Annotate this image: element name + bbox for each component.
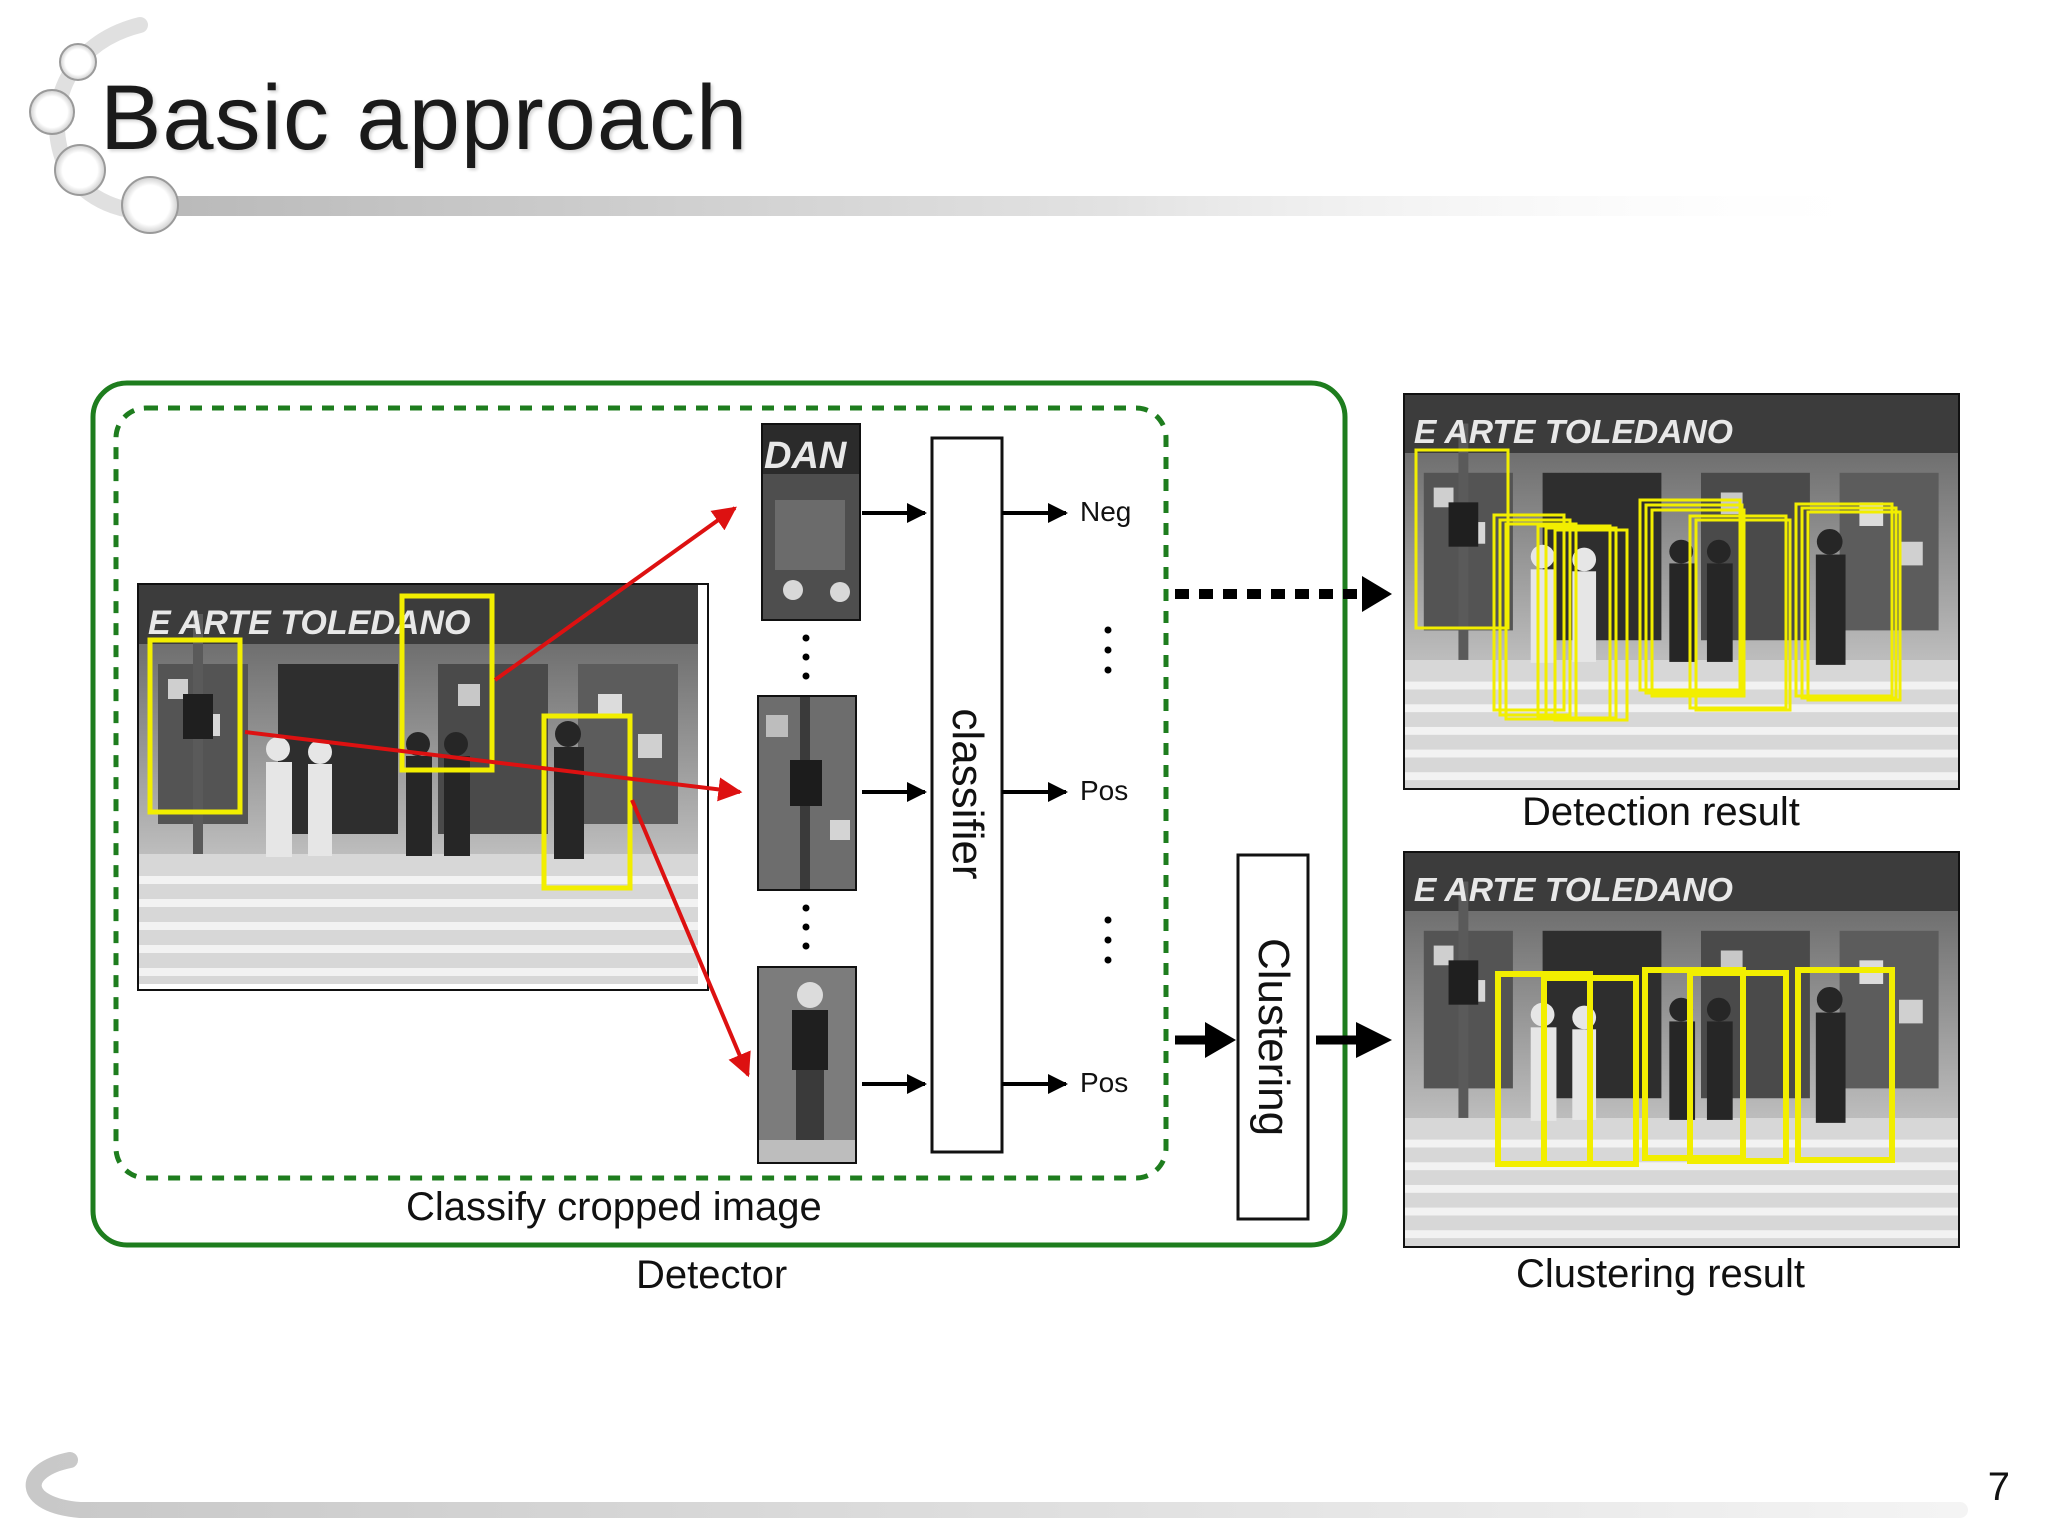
detector-box bbox=[90, 380, 1348, 1248]
decor-circle bbox=[121, 176, 179, 234]
clustering-label: Clustering bbox=[1249, 937, 1298, 1137]
title-underline-bar bbox=[130, 196, 1910, 216]
clustering-result-caption: Clustering result bbox=[1516, 1252, 1806, 1296]
clustering-box bbox=[1236, 853, 1310, 1221]
window-box-1 bbox=[147, 637, 243, 815]
scene-text: E ARTE TOLEDANO bbox=[1414, 414, 1733, 451]
detection-result-frame bbox=[1403, 393, 1960, 790]
clustering-result-frame bbox=[1403, 851, 1960, 1248]
dotted-arrow-head bbox=[1362, 576, 1392, 612]
crop-image-2 bbox=[757, 695, 857, 891]
window-box-3 bbox=[541, 713, 633, 891]
clustering-result-image: E ARTE TOLEDANO bbox=[1404, 852, 1959, 1246]
ellipsis-crops-2 bbox=[802, 904, 810, 950]
decor-circle bbox=[29, 89, 75, 135]
page-number: 7 bbox=[1987, 1465, 2010, 1509]
footer-swoosh bbox=[25, 1452, 1968, 1518]
input-image: E ARTE TOLEDANO bbox=[137, 583, 709, 991]
clustering-boxes bbox=[1495, 967, 1895, 1167]
arrow-to-clustering-head bbox=[1205, 1022, 1236, 1058]
crop-image-3 bbox=[757, 966, 857, 1164]
detection-boxes bbox=[1414, 448, 1902, 722]
classify-caption: Classify cropped image bbox=[406, 1185, 822, 1229]
decor-circle bbox=[54, 144, 106, 196]
scene-text: E ARTE TOLEDANO bbox=[148, 604, 470, 642]
classifier-label: classifier bbox=[943, 708, 992, 880]
ellipsis-outputs-1 bbox=[1104, 626, 1112, 674]
crop-text: DAN bbox=[764, 435, 848, 477]
output-label-pos-2: Pos bbox=[1080, 1067, 1129, 1098]
output-label-pos-1: Pos bbox=[1080, 775, 1129, 806]
crop-image-1: DAN bbox=[761, 423, 861, 621]
classifier-box bbox=[930, 436, 1004, 1154]
window-box-2 bbox=[399, 593, 495, 773]
ellipsis-outputs-2 bbox=[1104, 916, 1112, 964]
red-arrow-to-crop-3 bbox=[630, 799, 751, 1078]
detection-result-caption: Detection result bbox=[1522, 790, 1800, 834]
arrow-to-clustering-result-head bbox=[1356, 1022, 1392, 1058]
red-arrow-to-crop-1 bbox=[493, 506, 737, 682]
detection-result-image: E ARTE TOLEDANO bbox=[1404, 394, 1959, 788]
output-label-neg: Neg bbox=[1080, 496, 1132, 527]
classify-region-box bbox=[113, 405, 1169, 1181]
red-arrow-to-crop-2 bbox=[244, 730, 743, 802]
detector-caption: Detector bbox=[636, 1253, 788, 1297]
decor-circle bbox=[59, 43, 97, 81]
scene-text: E ARTE TOLEDANO bbox=[1414, 872, 1733, 909]
slide-title: Basic approach bbox=[100, 67, 749, 169]
ellipsis-crops-1 bbox=[802, 634, 810, 680]
